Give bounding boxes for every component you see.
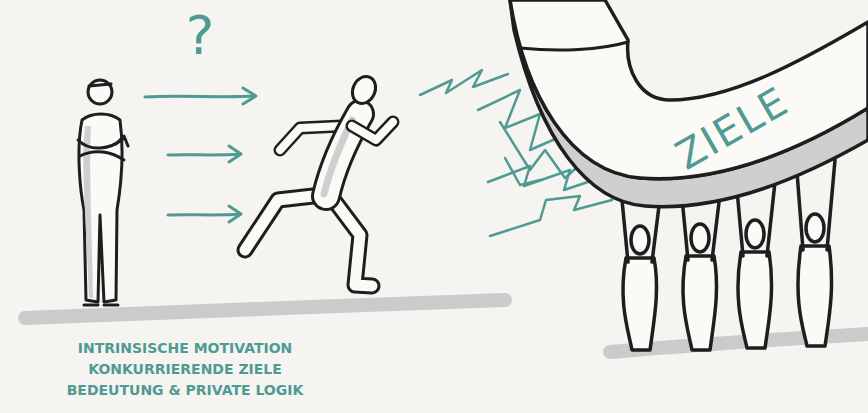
arm-outline [352, 122, 393, 140]
holder-head [806, 214, 824, 242]
arrow-line [145, 96, 255, 97]
holder-head [691, 224, 709, 252]
standing-person [78, 80, 128, 305]
caption-line: BEDEUTUNG & PRIVATE LOGIK [30, 382, 340, 398]
arm [352, 122, 393, 140]
band-end-cap [520, 42, 628, 50]
runner-head [348, 73, 380, 108]
caption-line: KONKURRIERENDE ZIELE [30, 361, 340, 377]
arrow-line [168, 154, 240, 155]
arrow-head [229, 146, 241, 162]
person-cap [89, 84, 111, 86]
arrow-head [243, 88, 256, 104]
person-head [88, 80, 112, 104]
arrow-head [229, 206, 241, 222]
hand [116, 136, 128, 146]
holder-figure [622, 198, 660, 350]
leg-outline [245, 195, 322, 250]
zigzag [420, 70, 508, 95]
goal-band: ZIELE [500, 0, 868, 215]
holder-head [746, 220, 764, 248]
holder-body [683, 256, 717, 350]
leg-outline [330, 195, 372, 286]
band-side-face [510, 0, 868, 207]
zigzag [505, 158, 540, 185]
holder-body [623, 258, 657, 350]
leg [245, 195, 322, 250]
band-face [510, 0, 868, 179]
caption-line: INTRINSISCHE MOTIVATION [30, 340, 340, 356]
holder-figure [737, 182, 775, 348]
holder-figure [797, 160, 835, 346]
torso-shading [324, 120, 352, 194]
running-person [245, 73, 393, 286]
band-outline [500, 0, 868, 215]
holder-figure [682, 194, 720, 350]
crossed-arm [80, 152, 124, 160]
holder-body [738, 252, 772, 348]
question-mark: ? [170, 4, 230, 67]
leg [330, 195, 372, 286]
arrow-line [168, 214, 240, 215]
feet [84, 304, 118, 307]
zigzag [490, 196, 612, 236]
holder-head [631, 226, 649, 254]
holder-body [798, 246, 832, 346]
motivation-arrows [145, 88, 256, 222]
